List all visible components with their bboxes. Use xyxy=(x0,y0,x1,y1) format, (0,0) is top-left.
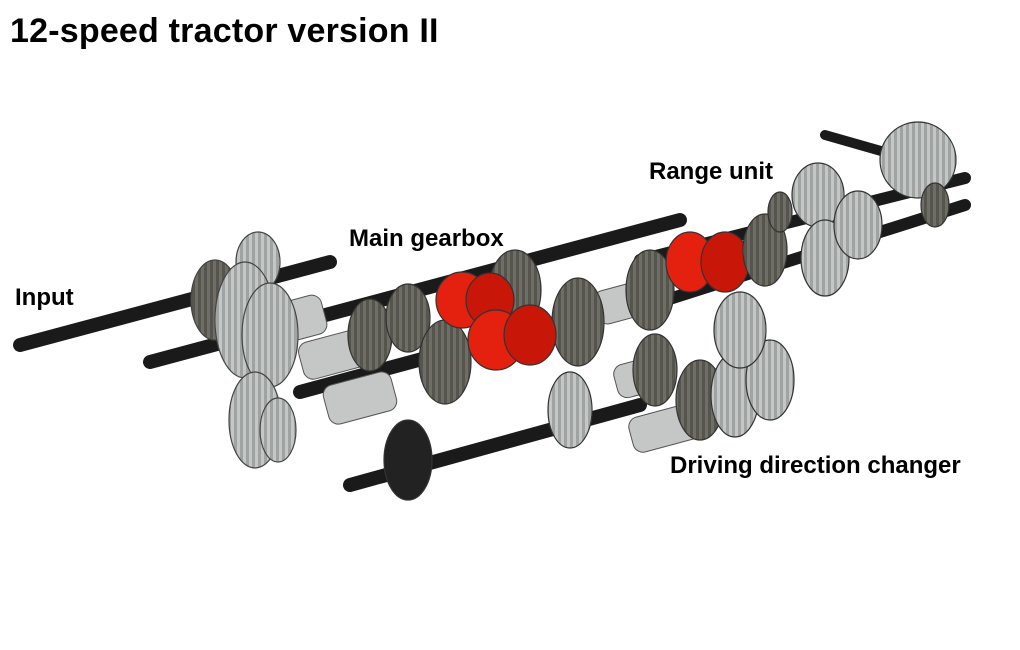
input-label: Input xyxy=(15,284,74,311)
input-gears xyxy=(190,231,299,469)
diagram-title: 12-speed tractor version II xyxy=(10,12,439,50)
main-gearbox-label: Main gearbox xyxy=(349,225,504,252)
range-unit-label: Range unit xyxy=(649,158,773,185)
main-gearbox-gears xyxy=(347,249,605,449)
range-unit-gears xyxy=(625,121,957,331)
input-axle xyxy=(13,255,337,352)
driving-direction-changer-label: Driving direction changer xyxy=(670,452,961,479)
direction-changer-gears xyxy=(383,291,795,501)
